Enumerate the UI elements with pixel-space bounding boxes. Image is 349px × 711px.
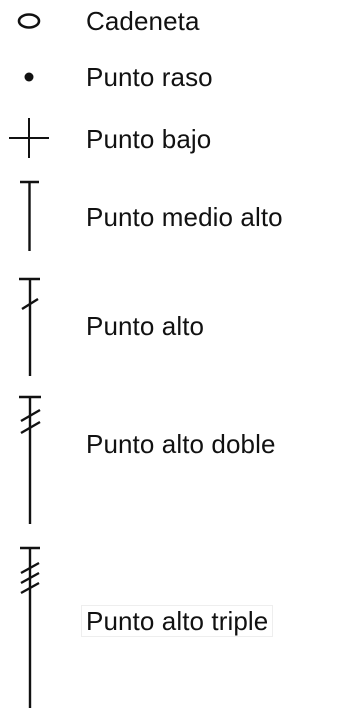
double-crochet-icon xyxy=(19,277,40,376)
treble-crochet-icon xyxy=(19,395,41,524)
half-double-crochet-t-icon xyxy=(20,180,39,251)
single-crochet-cross-icon xyxy=(9,118,49,158)
legend-label-single-crochet: Punto bajo xyxy=(86,124,212,154)
legend-label-slip-stitch: Punto raso xyxy=(86,62,213,92)
legend-item-double-crochet: Punto alto xyxy=(0,270,349,382)
legend-item-half-double-crochet: Punto medio alto xyxy=(0,175,349,257)
chain-oval-icon xyxy=(17,13,41,29)
legend-label-double-crochet: Punto alto xyxy=(86,311,205,341)
legend-label-half-double-crochet: Punto medio alto xyxy=(86,202,283,232)
double-treble-crochet-icon xyxy=(20,546,40,708)
legend-label-treble-crochet: Punto alto doble xyxy=(86,429,276,459)
legend-label-double-treble-crochet: Punto alto triple xyxy=(81,605,274,637)
legend-item-treble-crochet: Punto alto doble xyxy=(0,388,349,528)
slip-stitch-dot-icon xyxy=(24,72,34,82)
legend-item-double-treble-crochet: Punto alto triple xyxy=(0,538,349,711)
legend-item-single-crochet: Punto bajo xyxy=(0,114,349,169)
legend-label-chain: Cadeneta xyxy=(86,6,200,36)
legend-item-slip-stitch: Punto raso xyxy=(0,56,349,106)
legend-item-chain: Cadeneta xyxy=(0,0,349,50)
